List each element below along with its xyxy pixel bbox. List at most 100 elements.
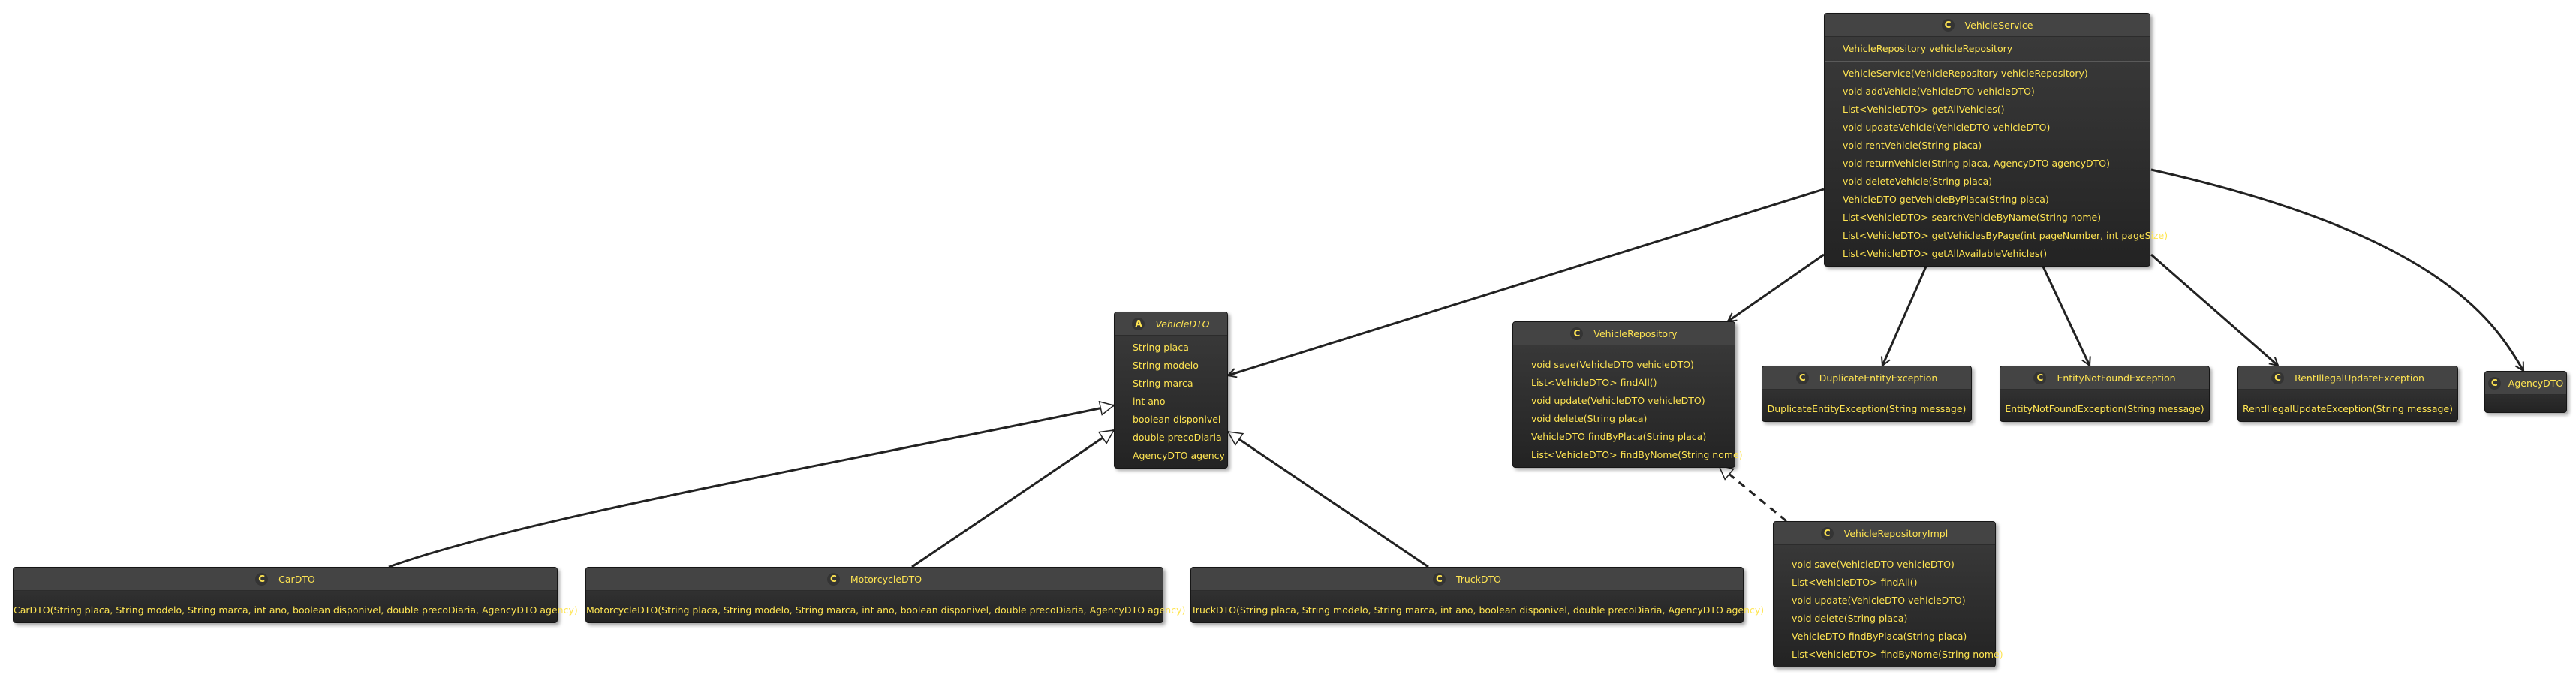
rentillegalupdateexception-header: C RentIllegalUpdateException — [2238, 366, 2457, 390]
vehiclerepository-header: C VehicleRepository — [1513, 322, 1735, 345]
method-row: void deleteVehicle(String placa) — [1843, 176, 1993, 187]
vehiclerepository-class[interactable]: C VehicleRepository void save(VehicleDTO… — [1512, 321, 1743, 468]
method-row: List<VehicleDTO> findByNome(String nome) — [1792, 649, 2003, 660]
motorcycledto-header: C MotorcycleDTO — [586, 568, 1163, 591]
methods-section: void save(VehicleDTO vehicleDTO) List<Ve… — [1774, 545, 2003, 667]
class-name: VehicleRepositoryImpl — [1843, 527, 1949, 539]
method-row: List<VehicleDTO> findAll() — [1531, 377, 1657, 388]
class-icon: C — [2271, 371, 2285, 384]
field-row: String modelo — [1133, 360, 1199, 371]
class-icon: C — [826, 572, 840, 586]
methods-section: DuplicateEntityException(String message) — [1762, 390, 1971, 421]
method-row: List<VehicleDTO> findByNome(String nome) — [1531, 449, 1743, 460]
methods-section: VehicleService(VehicleRepository vehicle… — [1825, 61, 2168, 266]
method-row: List<VehicleDTO> searchVehicleByName(Str… — [1843, 212, 2102, 223]
field-row: String placa — [1133, 342, 1189, 353]
field-row: double precoDiaria — [1133, 432, 1222, 443]
methods-section: CarDTO(String placa, String modelo, Stri… — [14, 591, 578, 622]
class-icon: C — [1941, 18, 1955, 32]
duplicateentityexception-class[interactable]: C DuplicateEntityException DuplicateEnti… — [1762, 366, 1972, 422]
class-icon: C — [2487, 376, 2501, 390]
edge-impl-repository — [1719, 464, 1787, 523]
method-row: VehicleDTO findByPlaca(String placa) — [1792, 631, 1967, 642]
method-row: TruckDTO(String placa, String modelo, St… — [1191, 604, 1765, 616]
edge-service-duplicate — [1882, 266, 1927, 366]
field-row: int ano — [1133, 396, 1166, 407]
class-icon: C — [1795, 371, 1809, 384]
class-icon: C — [255, 572, 269, 586]
method-row: void update(VehicleDTO vehicleDTO) — [1531, 395, 1705, 406]
motorcycledto-class[interactable]: C MotorcycleDTO MotorcycleDTO(String pla… — [585, 567, 1186, 623]
methods-section: TruckDTO(String placa, String modelo, St… — [1191, 591, 1765, 622]
edge-service-repository — [1728, 253, 1825, 323]
vehicledto-header: A VehicleDTO — [1115, 312, 1227, 336]
truckdto-header: C TruckDTO — [1191, 568, 1743, 591]
class-name: DuplicateEntityException — [1819, 372, 1938, 384]
class-name: EntityNotFoundException — [2057, 372, 2176, 384]
entitynotfoundexception-class[interactable]: C EntityNotFoundException EntityNotFound… — [2000, 366, 2210, 422]
edge-car-vehicledto — [388, 405, 1114, 568]
methods-section: void save(VehicleDTO vehicleDTO) List<Ve… — [1513, 345, 1743, 467]
methods-section: MotorcycleDTO(String placa, String model… — [586, 591, 1186, 622]
class-icon: C — [1820, 526, 1834, 540]
edge-service-rentillegal — [2150, 253, 2278, 366]
rentillegalupdateexception-class[interactable]: C RentIllegalUpdateException RentIllegal… — [2237, 366, 2458, 422]
method-row: void updateVehicle(VehicleDTO vehicleDTO… — [1843, 122, 2051, 133]
class-name: TruckDTO — [1455, 573, 1502, 585]
method-row: VehicleDTO findByPlaca(String placa) — [1531, 431, 1707, 442]
class-name: MotorcycleDTO — [850, 573, 922, 585]
edge-truck-vehicledto — [1228, 430, 1429, 568]
method-row: DuplicateEntityException(String message) — [1767, 403, 1967, 414]
method-row: void delete(String placa) — [1531, 413, 1648, 424]
vehicleservice-header: C VehicleService — [1825, 14, 2150, 37]
method-row: EntityNotFoundException(String message) — [2005, 403, 2204, 414]
class-name: VehicleDTO — [1155, 318, 1210, 330]
methods-section: EntityNotFoundException(String message) — [2000, 390, 2209, 421]
class-name: VehicleRepository — [1593, 327, 1678, 339]
method-row: void addVehicle(VehicleDTO vehicleDTO) — [1843, 86, 2035, 97]
method-row: void returnVehicle(String placa, AgencyD… — [1843, 158, 2110, 169]
abstract-class-icon: A — [1132, 317, 1145, 330]
method-row: List<VehicleDTO> findAll() — [1792, 577, 1918, 588]
method-row: void save(VehicleDTO vehicleDTO) — [1531, 359, 1694, 370]
method-row: void rentVehicle(String placa) — [1843, 140, 1982, 151]
field-row: boolean disponivel — [1133, 414, 1221, 425]
vehiclerepositoryimpl-header: C VehicleRepositoryImpl — [1774, 522, 1995, 545]
method-row: VehicleDTO getVehicleByPlaca(String plac… — [1843, 194, 2049, 205]
class-icon: C — [2033, 371, 2047, 384]
field-row: VehicleRepository vehicleRepository — [1843, 43, 2013, 54]
truckdto-class[interactable]: C TruckDTO TruckDTO(String placa, String… — [1190, 567, 1765, 623]
field-row: AgencyDTO agency — [1133, 450, 1225, 461]
vehicleservice-class[interactable]: C VehicleService VehicleRepository vehic… — [1824, 13, 2168, 267]
method-row: MotorcycleDTO(String placa, String model… — [586, 604, 1186, 616]
edge-service-notfound — [2042, 266, 2090, 366]
duplicateentityexception-header: C DuplicateEntityException — [1762, 366, 1971, 390]
class-name: RentIllegalUpdateException — [2295, 372, 2424, 384]
vehiclerepositoryimpl-class[interactable]: C VehicleRepositoryImpl void save(Vehicl… — [1773, 521, 2003, 667]
entitynotfoundexception-header: C EntityNotFoundException — [2000, 366, 2209, 390]
class-name: AgencyDTO — [2508, 377, 2564, 389]
agencydto-header: C AgencyDTO — [2485, 372, 2566, 395]
cardto-header: C CarDTO — [14, 568, 557, 591]
method-row: RentIllegalUpdateException(String messag… — [2242, 403, 2454, 414]
method-row: List<VehicleDTO> getAllAvailableVehicles… — [1843, 248, 2048, 259]
methods-section: RentIllegalUpdateException(String messag… — [2238, 390, 2457, 421]
cardto-class[interactable]: C CarDTO CarDTO(String placa, String mod… — [13, 567, 578, 623]
method-row: List<VehicleDTO> getVehiclesByPage(int p… — [1843, 230, 2168, 241]
method-row: VehicleService(VehicleRepository vehicle… — [1843, 68, 2088, 79]
class-icon: C — [1570, 327, 1584, 340]
edge-service-agency — [2150, 168, 2525, 371]
method-row: void delete(String placa) — [1792, 613, 1908, 624]
class-name: CarDTO — [278, 573, 315, 585]
method-row: void save(VehicleDTO vehicleDTO) — [1792, 559, 1955, 570]
vehicledto-class[interactable]: A VehicleDTO String placa String modelo … — [1114, 312, 1228, 469]
class-name: VehicleService — [1964, 19, 2033, 31]
method-row: CarDTO(String placa, String modelo, Stri… — [14, 604, 578, 616]
method-row: void update(VehicleDTO vehicleDTO) — [1792, 595, 1966, 606]
method-row: List<VehicleDTO> getAllVehicles() — [1843, 104, 2005, 115]
agencydto-class[interactable]: C AgencyDTO — [2484, 371, 2567, 413]
fields-section: String placa String modelo String marca … — [1115, 336, 1227, 468]
class-icon: C — [1432, 572, 1446, 586]
edge-motorcycle-vehicledto — [911, 429, 1114, 568]
